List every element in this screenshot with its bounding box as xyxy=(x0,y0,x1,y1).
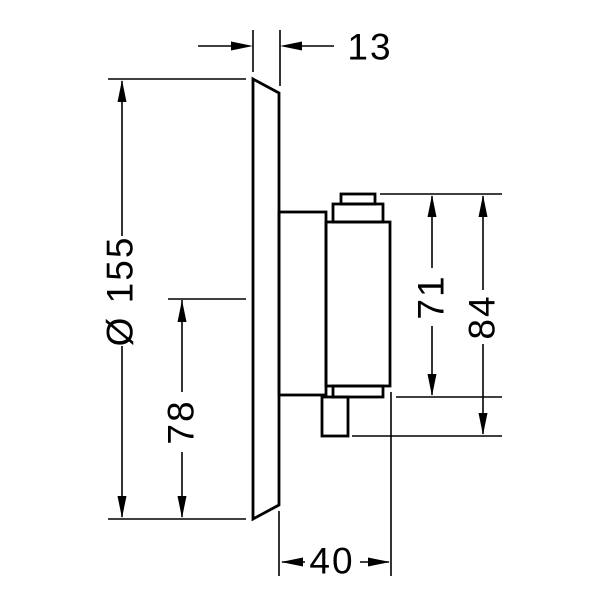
dim-plate-diameter-label: Ø 155 xyxy=(99,235,141,347)
dim-body-depth xyxy=(281,557,390,567)
valve-body-outline xyxy=(277,192,392,438)
dim-centre-to-bottom xyxy=(177,300,187,518)
dim-body-height-outer-label: 84 xyxy=(461,294,503,340)
extension-lines xyxy=(108,30,502,576)
body-top-step xyxy=(331,202,385,224)
dim-body-depth-label: 40 xyxy=(309,540,355,582)
faceplate-outline xyxy=(251,76,281,522)
dimension-lines xyxy=(117,41,488,567)
dim-plate-thickness-label: 13 xyxy=(347,26,393,68)
dim-body-height-inner-label: 71 xyxy=(410,274,452,320)
body-bottom-step xyxy=(331,384,385,399)
dim-plate-thickness xyxy=(198,41,334,51)
body-sleeve xyxy=(277,210,328,397)
body-housing xyxy=(324,220,392,388)
dim-body-height-outer xyxy=(478,195,488,435)
dim-body-height-inner xyxy=(427,195,437,396)
dim-centre-to-bottom-label: 78 xyxy=(160,399,202,445)
body-foot xyxy=(320,395,350,438)
dim-plate-diameter xyxy=(117,80,127,518)
body-top-cap xyxy=(339,192,377,206)
